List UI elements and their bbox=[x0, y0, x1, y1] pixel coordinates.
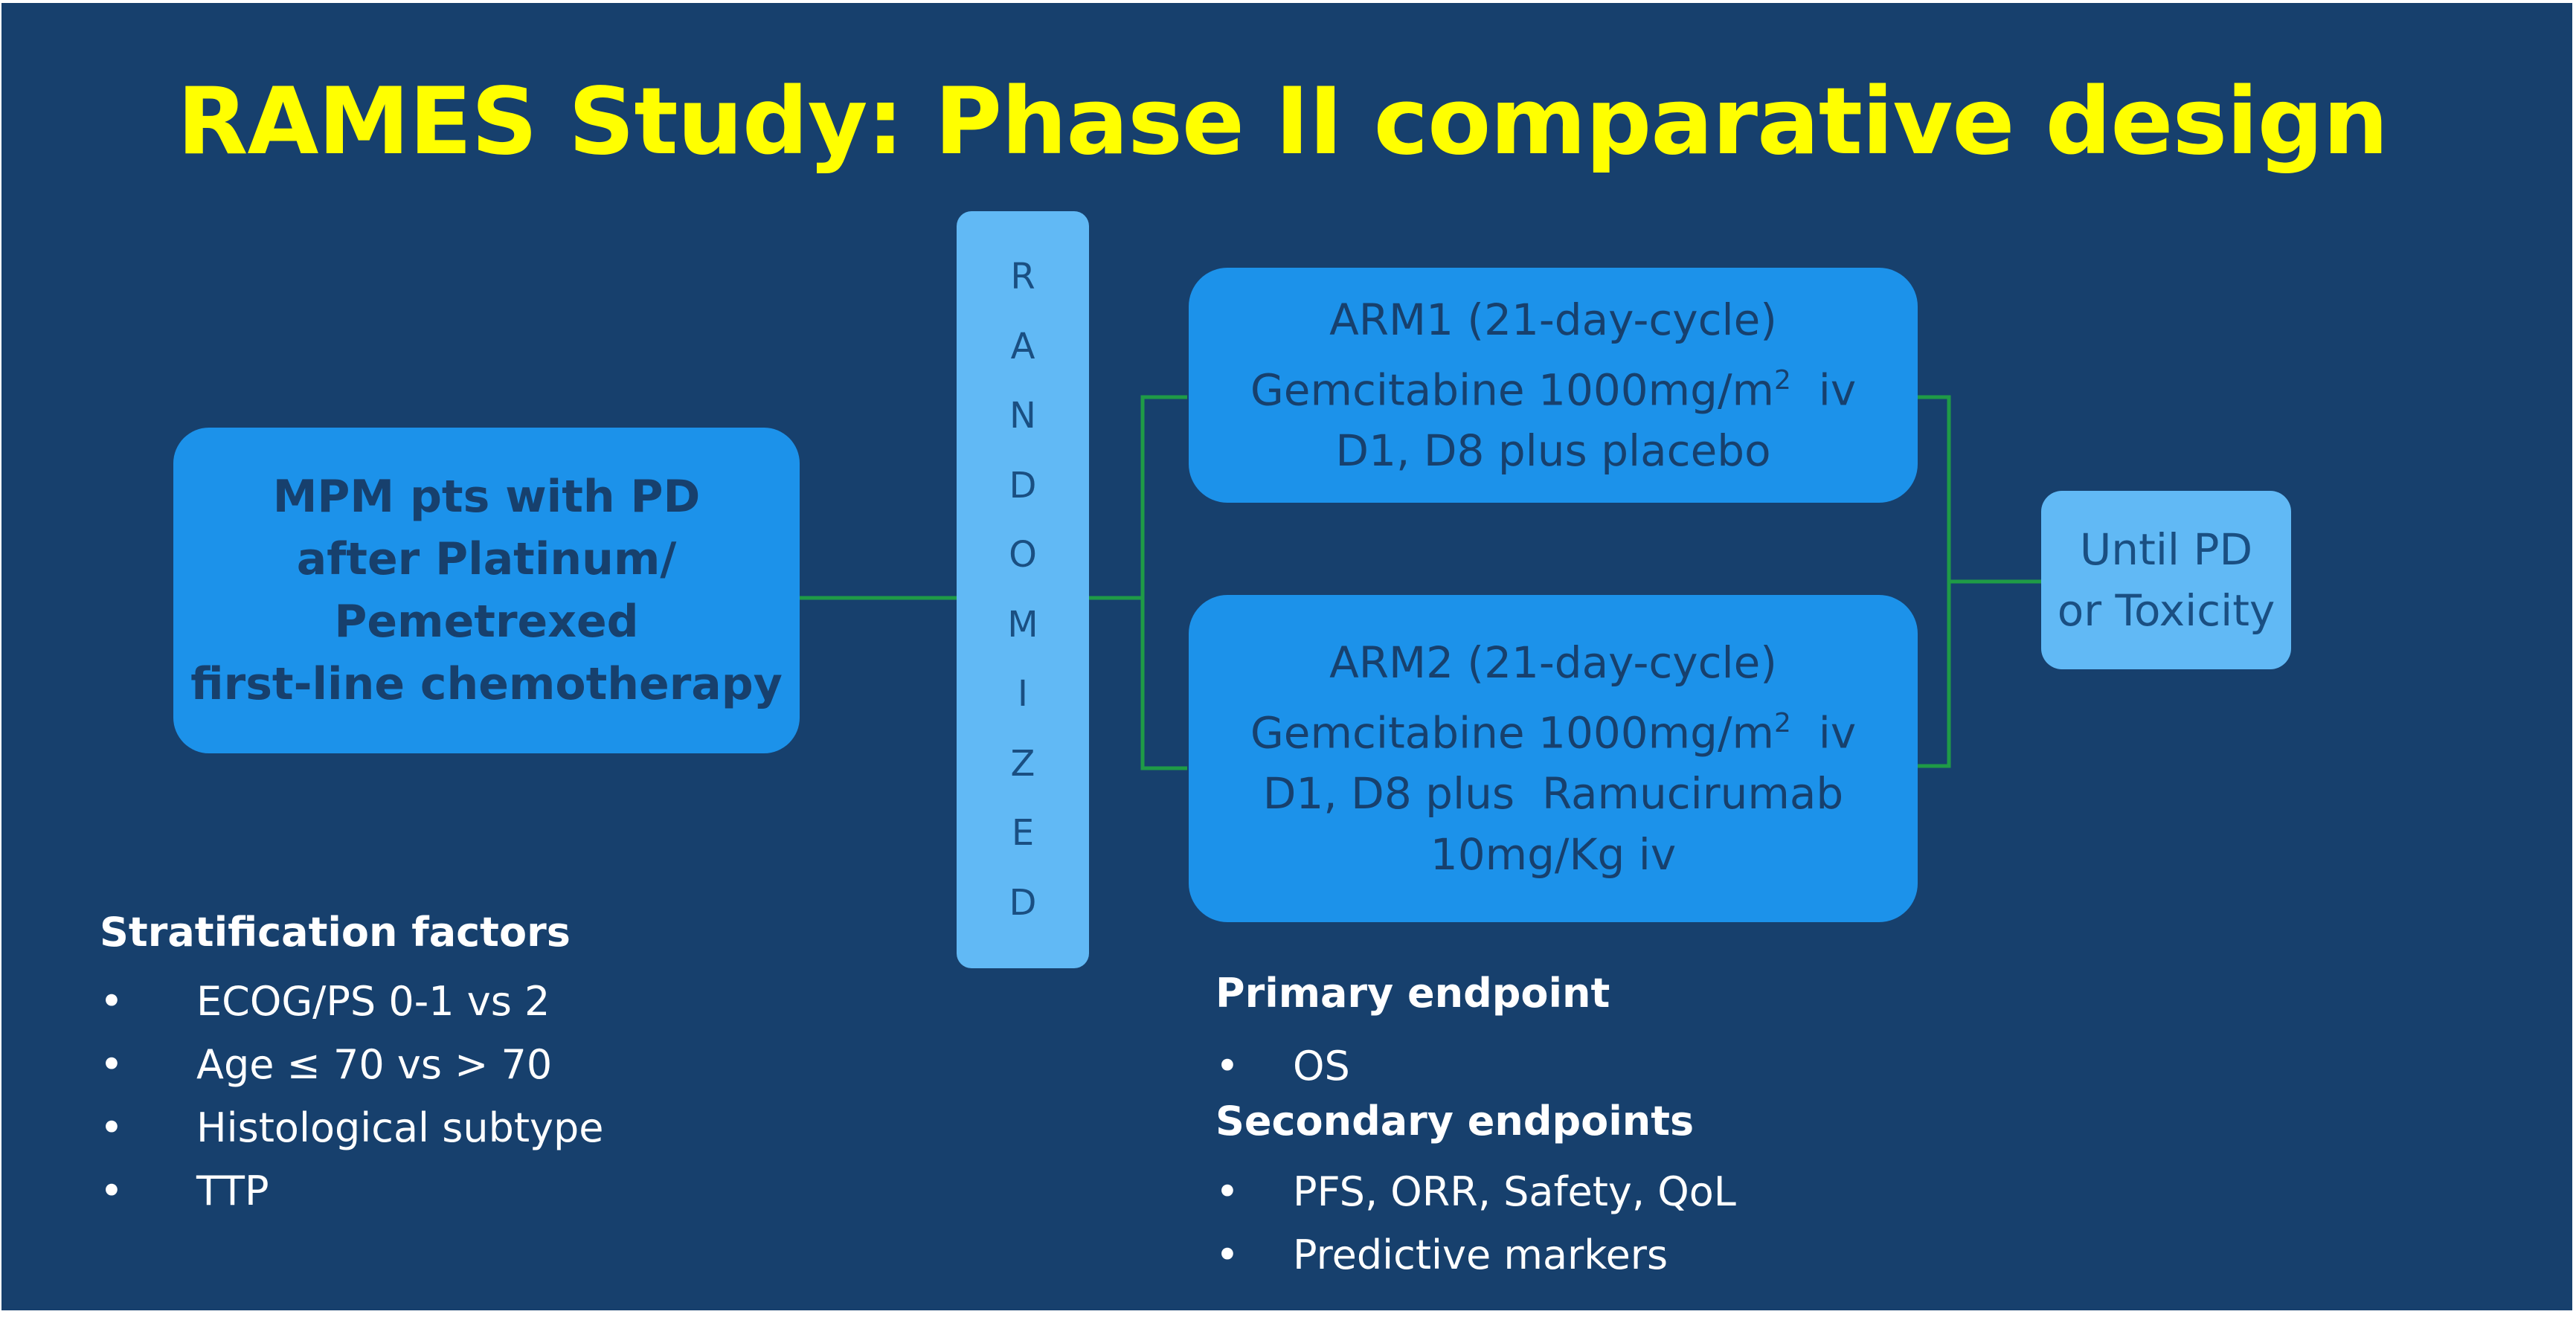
list-item-text: TTP bbox=[196, 1168, 269, 1214]
randomized-letter: O bbox=[1009, 534, 1037, 576]
randomized-letter: E bbox=[1011, 812, 1035, 854]
list-item: • TTP bbox=[100, 1159, 604, 1223]
randomized-letter: I bbox=[1017, 673, 1029, 715]
arm2-dose-superscript: 2 bbox=[1774, 707, 1791, 738]
list-item: • PFS, ORR, Safety, QoL bbox=[1215, 1160, 1736, 1223]
connector-merge-right bbox=[1918, 395, 1951, 768]
connector-branch-left bbox=[1140, 395, 1187, 770]
stratification-list: • ECOG/PS 0-1 vs 2 • Age ≤ 70 vs > 70 • His… bbox=[100, 970, 604, 1223]
list-item-text: OS bbox=[1293, 1043, 1350, 1089]
mpm-line-3: Pemetrexed bbox=[334, 596, 639, 648]
bullet-icon: • bbox=[100, 1168, 123, 1214]
list-item-text: Predictive markers bbox=[1293, 1232, 1668, 1278]
arm2-dose-line: Gemcitabine 1000mg/m2 iv bbox=[1250, 693, 1856, 764]
randomized-letter: R bbox=[1010, 256, 1035, 297]
stratification-heading: Stratification factors bbox=[100, 909, 571, 956]
list-item-text: PFS, ORR, Safety, QoL bbox=[1293, 1168, 1736, 1215]
bullet-icon: • bbox=[100, 1104, 123, 1151]
secondary-endpoints-list: • PFS, ORR, Safety, QoL • Predictive marke… bbox=[1215, 1160, 1736, 1287]
randomized-letter: A bbox=[1010, 325, 1035, 367]
secondary-endpoints-heading: Secondary endpoints bbox=[1215, 1098, 1695, 1145]
mpm-line-2: after Platinum/ bbox=[296, 533, 677, 585]
arm1-dose-superscript: 2 bbox=[1774, 364, 1791, 396]
bullet-icon: • bbox=[100, 978, 123, 1025]
list-item: • Age ≤ 70 vs > 70 bbox=[100, 1033, 604, 1096]
randomized-letter: D bbox=[1009, 464, 1037, 506]
arm1-dose-line: Gemcitabine 1000mg/m2 iv bbox=[1250, 350, 1856, 421]
list-item-text: Histological subtype bbox=[196, 1104, 604, 1151]
mpm-line-4: first-line chemotherapy bbox=[190, 658, 783, 710]
mpm-patients-box: MPM pts with PD after Platinum/ Pemetrex… bbox=[173, 428, 800, 753]
arm1-title: ARM1 (21-day-cycle) bbox=[1329, 294, 1777, 345]
primary-endpoint-heading: Primary endpoint bbox=[1215, 970, 1610, 1017]
bullet-icon: • bbox=[1215, 1043, 1239, 1089]
until-pd-box: Until PD or Toxicity bbox=[2041, 491, 2291, 669]
list-item-text: ECOG/PS 0-1 vs 2 bbox=[196, 978, 550, 1025]
randomized-bar: R A N D O M I Z E D bbox=[957, 211, 1089, 968]
randomized-letter: Z bbox=[1010, 742, 1035, 785]
list-item: • OS bbox=[1215, 1034, 1350, 1098]
list-item: • Predictive markers bbox=[1215, 1223, 1736, 1287]
arm2-route: iv bbox=[1790, 707, 1857, 759]
randomized-letter: M bbox=[1007, 603, 1038, 646]
arm1-route: iv bbox=[1790, 364, 1857, 416]
slide-title: RAMES Study: Phase II comparative design bbox=[177, 68, 2389, 176]
arm2-dose: Gemcitabine 1000mg/m bbox=[1250, 707, 1774, 759]
bullet-icon: • bbox=[100, 1041, 123, 1088]
arm2-box: ARM2 (21-day-cycle) Gemcitabine 1000mg/m… bbox=[1189, 595, 1918, 922]
bullet-icon: • bbox=[1215, 1232, 1239, 1278]
until-line-2: or Toxicity bbox=[2057, 585, 2275, 636]
list-item-text: Age ≤ 70 vs > 70 bbox=[196, 1041, 553, 1088]
until-line-1: Until PD bbox=[2079, 524, 2253, 575]
list-item: • ECOG/PS 0-1 vs 2 bbox=[100, 970, 604, 1033]
mpm-line-1: MPM pts with PD bbox=[272, 471, 701, 523]
list-item: • Histological subtype bbox=[100, 1096, 604, 1159]
arm1-schedule: D1, D8 plus placebo bbox=[1335, 425, 1771, 477]
randomized-letter: N bbox=[1009, 395, 1036, 437]
randomized-letter: D bbox=[1009, 881, 1037, 924]
primary-endpoint-list: • OS bbox=[1215, 1034, 1350, 1098]
arm2-title: ARM2 (21-day-cycle) bbox=[1329, 637, 1777, 688]
bullet-icon: • bbox=[1215, 1168, 1239, 1215]
arm2-ramucirumab-dose: 10mg/Kg iv bbox=[1430, 829, 1677, 881]
arm1-box: ARM1 (21-day-cycle) Gemcitabine 1000mg/m… bbox=[1189, 268, 1918, 503]
arm2-schedule: D1, D8 plus Ramucirumab bbox=[1262, 768, 1844, 820]
arm1-dose: Gemcitabine 1000mg/m bbox=[1250, 364, 1774, 416]
